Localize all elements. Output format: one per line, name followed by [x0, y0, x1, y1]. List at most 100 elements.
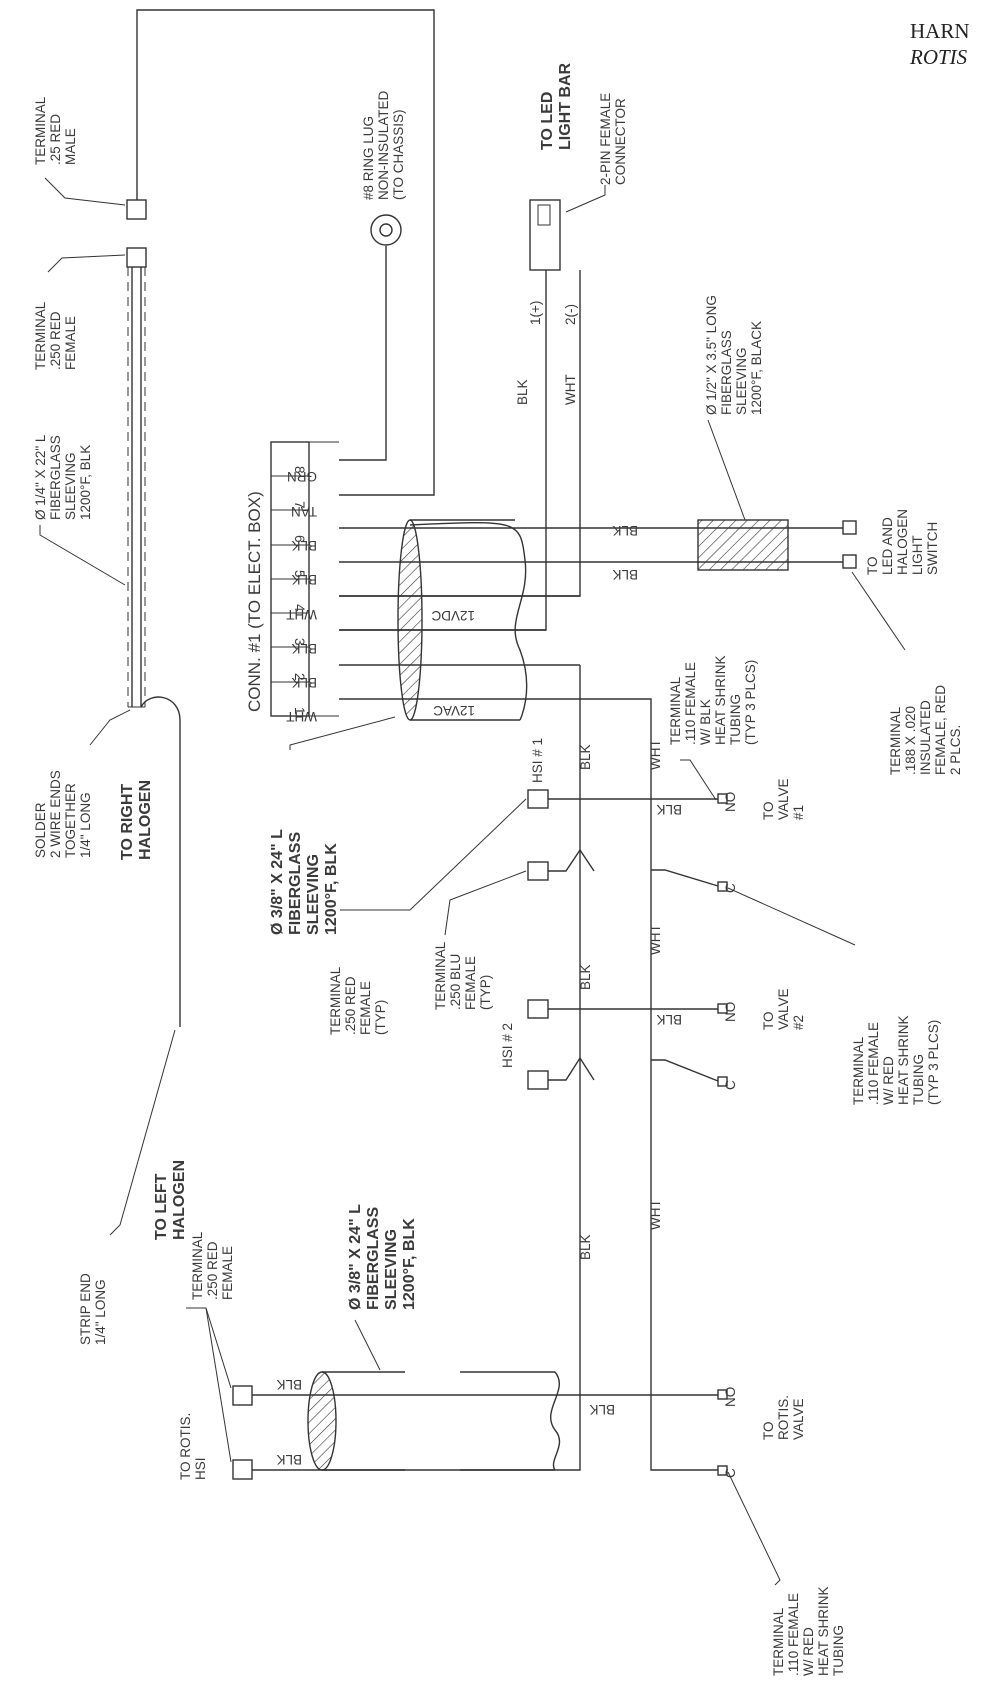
- switch-branch: BLK BLK Ø 1/2" X 3.5" LONG FIBERGLASS SL…: [612, 295, 963, 775]
- halogen-male-leader: [44, 177, 126, 206]
- valve2-c-terminal: [717, 1076, 728, 1087]
- main-sleeve-end: [397, 519, 423, 721]
- halogen-wires: [126, 9, 435, 1027]
- term-blk-line2: .110 FEMALE: [683, 662, 698, 745]
- blk-bus: [240, 665, 581, 1471]
- switch-term-line1: TERMINAL: [888, 706, 903, 775]
- solder-leader: [89, 709, 131, 746]
- to-led-line2: LIGHT BAR: [557, 62, 574, 150]
- bundle-12vac: 12VAC: [433, 703, 475, 718]
- rotis-valve-term-line3: W/ RED: [801, 1627, 816, 1676]
- hsi-blu-line3: FEMALE: [463, 956, 478, 1010]
- title: HARN ROTIS: [909, 19, 970, 69]
- pin-1: 1: [292, 707, 307, 715]
- hsi-blu-line1: TERMINAL: [433, 941, 448, 1010]
- rotis-sleeve-line4: 1200°F, BLK: [401, 1218, 418, 1310]
- wht-bus-label-2: WHT: [648, 924, 663, 955]
- title-line2: ROTIS: [909, 45, 968, 69]
- bundle-12vdc: 12VDC: [431, 608, 475, 623]
- hsi-red-leader: [340, 798, 527, 911]
- term-blk-line5: TUBING: [728, 694, 743, 745]
- to-led-line1: TO LED: [539, 92, 556, 150]
- halogen-male-line3: MALE: [63, 128, 78, 165]
- rotis-hsi-terminal-2: [232, 1459, 253, 1480]
- strip-line2: 1/4" LONG: [93, 1279, 108, 1345]
- rotis-hsi-term-leader-2: [205, 1307, 232, 1463]
- rotis-valve-term-line1: TERMINAL: [771, 1607, 786, 1676]
- wht-bus: [580, 698, 718, 1471]
- blk-bus-label-1: BLK: [578, 744, 593, 770]
- rotis-blk-label-1: BLK: [276, 1377, 302, 1392]
- led-connector-line1: 2-PIN FEMALE: [598, 93, 613, 185]
- valve1-line3: #1: [791, 805, 806, 820]
- pin-5-color: BLK: [291, 572, 317, 587]
- pin-4-color: WHT: [286, 607, 317, 622]
- hsi-red-line4: (TYP): [373, 1000, 388, 1035]
- halogen-female-leader: [47, 254, 126, 273]
- valve1-no: NO: [723, 792, 738, 812]
- halogen-sleeve-leader: [39, 525, 126, 586]
- main-sleeve-leader: [289, 716, 396, 750]
- hsi-blu-leader: [444, 870, 527, 936]
- term-blk-line6: (TYP 3 PLCS): [743, 660, 758, 745]
- halogen-labels: TERMINAL .25 RED MALE TERMINAL .250 RED …: [33, 96, 188, 1345]
- rotis-blk-label-3: BLK: [589, 1402, 615, 1417]
- hsi2-blk-tap: [548, 1056, 595, 1081]
- main-sleeve-line4: 1200°F, BLK: [323, 843, 340, 935]
- hsi-blu-line2: .250 BLU: [448, 954, 463, 1010]
- hsi2-label: HSI # 2: [500, 1023, 515, 1068]
- hsi2-terminal-blu: [527, 1070, 549, 1090]
- term-red-line3: W/ RED: [881, 1056, 896, 1105]
- switch-sleeve-leader: [707, 419, 746, 521]
- solder-line2: 2 WIRE ENDS: [48, 770, 63, 858]
- pin-8: 8: [292, 466, 307, 474]
- connector-1: 1 2 3 4 5 6 7 8 WHT BLK BLK WHT BLK BLK …: [245, 441, 339, 724]
- switch-term-line3: INSULATED: [918, 700, 933, 775]
- rotis-sleeve-line1: Ø 3/8" X 24" L: [347, 1204, 364, 1310]
- pin-4: 4: [292, 604, 307, 612]
- led-connector-leader: [565, 185, 606, 213]
- switch-term-line2: .188 X .020: [903, 706, 918, 775]
- tan-wire: [136, 9, 435, 496]
- term-blk-line3: W/ BLK: [698, 699, 713, 745]
- ring-lug-outer: [370, 214, 402, 246]
- rotis-valve-line3: VALVE: [791, 1398, 806, 1440]
- rotis-sleeve-right-edge: [549, 1371, 561, 1471]
- hsi-red-line3: FEMALE: [358, 981, 373, 1035]
- connector-label: CONN. #1 (TO ELECT. BOX): [245, 491, 264, 712]
- led-branch: BLK WHT 1(+) 2(-) TO LED LIGHT BAR 2-PIN…: [339, 62, 628, 631]
- valve1-line1: TO: [761, 801, 776, 820]
- to-right-halogen-line2: HALOGEN: [137, 780, 154, 860]
- valve1-blk-label: BLK: [656, 802, 682, 817]
- solder-line4: 1/4" LONG: [78, 792, 93, 858]
- rotis-hsi-line1: TO ROTIS.: [178, 1413, 193, 1480]
- rotis-valve-line2: ROTIS.: [776, 1395, 791, 1440]
- halogen-male-line1: TERMINAL: [33, 96, 48, 165]
- hsi1-label: HSI # 1: [530, 738, 545, 783]
- to-left-halogen-line2: HALOGEN: [171, 1160, 188, 1240]
- ring-lug-line2: NON-INSULATED: [376, 90, 391, 200]
- valve1-wht-tap: [651, 869, 719, 887]
- wht-bus-label-1: WHT: [648, 739, 663, 770]
- led-pos-label: 1(+): [528, 301, 543, 325]
- rotis-valve-c: C: [723, 1468, 738, 1478]
- pin-5: 5: [292, 570, 307, 578]
- switch-terminal-2: [842, 554, 857, 569]
- switch-terminal-leader: [851, 571, 906, 651]
- led-blk-wire: [339, 270, 547, 631]
- rotis-blk-label-2: BLK: [276, 1452, 302, 1467]
- rotis-valve-term-line5: TUBING: [831, 1625, 846, 1676]
- halogen-female-terminal: [126, 247, 147, 268]
- term-red-line1: TERMINAL: [851, 1036, 866, 1105]
- valve1-line2: VALVE: [776, 778, 791, 820]
- rotis-hsi-term-line3: FEMALE: [220, 1246, 235, 1300]
- term-red-line4: HEAT SHRINK: [896, 1015, 911, 1105]
- switch-sleeve-line1: Ø 1/2" X 3.5" LONG: [704, 295, 719, 415]
- rotis-section: BLK BLK BLK NO C TO ROTIS. VALVE TO ROTI…: [178, 1204, 846, 1676]
- to-switch-line2: LED AND: [880, 517, 895, 575]
- rotis-hsi-term-line1: TERMINAL: [190, 1231, 205, 1300]
- title-line1: HARN: [910, 19, 970, 43]
- rotis-valve-term-line2: .110 FEMALE: [786, 1593, 801, 1676]
- to-switch-line1: TO: [865, 556, 880, 575]
- rotis-valve-term-leader: [727, 1471, 781, 1586]
